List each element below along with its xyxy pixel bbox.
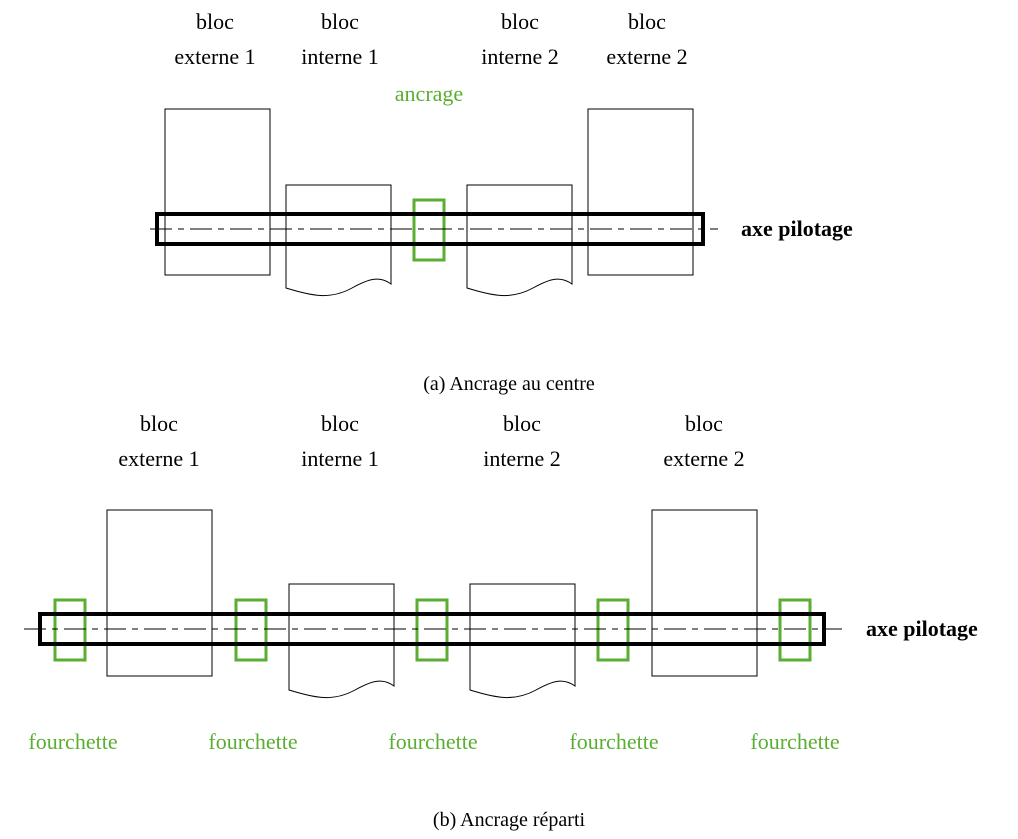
a-axe-pilotage-label: axe pilotage — [741, 216, 853, 241]
a-caption: (a) Ancrage au centre — [423, 373, 595, 395]
a-bloc-externe-1 — [164, 108, 271, 276]
b-fourchette-label-4: fourchette — [569, 729, 658, 754]
b-bloc-externe-1 — [106, 509, 213, 677]
a-bloc-interne-2-line1: bloc — [501, 9, 539, 34]
a-bloc-interne-1-line2: interne 1 — [301, 44, 379, 69]
b-bloc-externe-1-line1: bloc — [140, 411, 178, 436]
b-fourchette-box-1 — [53, 598, 87, 662]
b-fourchette-box-4 — [596, 598, 630, 662]
b-fourchette-label-5: fourchette — [750, 729, 839, 754]
b-bloc-interne-1-line1: bloc — [321, 411, 359, 436]
a-bloc-externe-1-line2: externe 1 — [174, 44, 255, 69]
a-bloc-interne-2-line2: interne 2 — [481, 44, 559, 69]
b-fourchette-label-2: fourchette — [208, 729, 297, 754]
b-bloc-externe-2-line2: externe 2 — [663, 446, 744, 471]
b-axe-pilotage-label: axe pilotage — [866, 616, 978, 641]
b-fourchette-box-2 — [234, 598, 268, 662]
b-fourchette-box-5 — [778, 598, 812, 662]
b-caption: (b) Ancrage réparti — [433, 809, 586, 831]
panel-b: bloc externe 1 bloc interne 1 bloc inter… — [24, 411, 978, 831]
a-bloc-interne-1 — [285, 184, 392, 297]
b-bloc-interne-1-line2: interne 1 — [301, 446, 379, 471]
a-bloc-externe-2-line2: externe 2 — [606, 44, 687, 69]
a-ancrage-label: ancrage — [395, 81, 463, 106]
a-ancrage-box — [412, 198, 446, 262]
a-bloc-interne-2 — [466, 184, 573, 297]
a-bloc-interne-1-line1: bloc — [321, 9, 359, 34]
a-bloc-externe-2-line1: bloc — [628, 9, 666, 34]
b-bloc-interne-1 — [288, 583, 395, 699]
b-fourchette-label-3: fourchette — [388, 729, 477, 754]
panel-a: bloc externe 1 bloc interne 1 bloc inter… — [150, 9, 853, 395]
b-bloc-externe-2 — [651, 509, 758, 677]
b-bloc-externe-1-line2: externe 1 — [118, 446, 199, 471]
a-bloc-externe-1-line1: bloc — [196, 9, 234, 34]
b-fourchette-label-1: fourchette — [28, 729, 117, 754]
b-bloc-externe-2-line1: bloc — [685, 411, 723, 436]
b-fourchette-box-3 — [415, 598, 449, 662]
a-bloc-externe-2 — [587, 108, 694, 276]
b-bloc-interne-2-line1: bloc — [503, 411, 541, 436]
b-bloc-interne-2-line2: interne 2 — [483, 446, 561, 471]
b-bloc-interne-2 — [469, 583, 576, 699]
